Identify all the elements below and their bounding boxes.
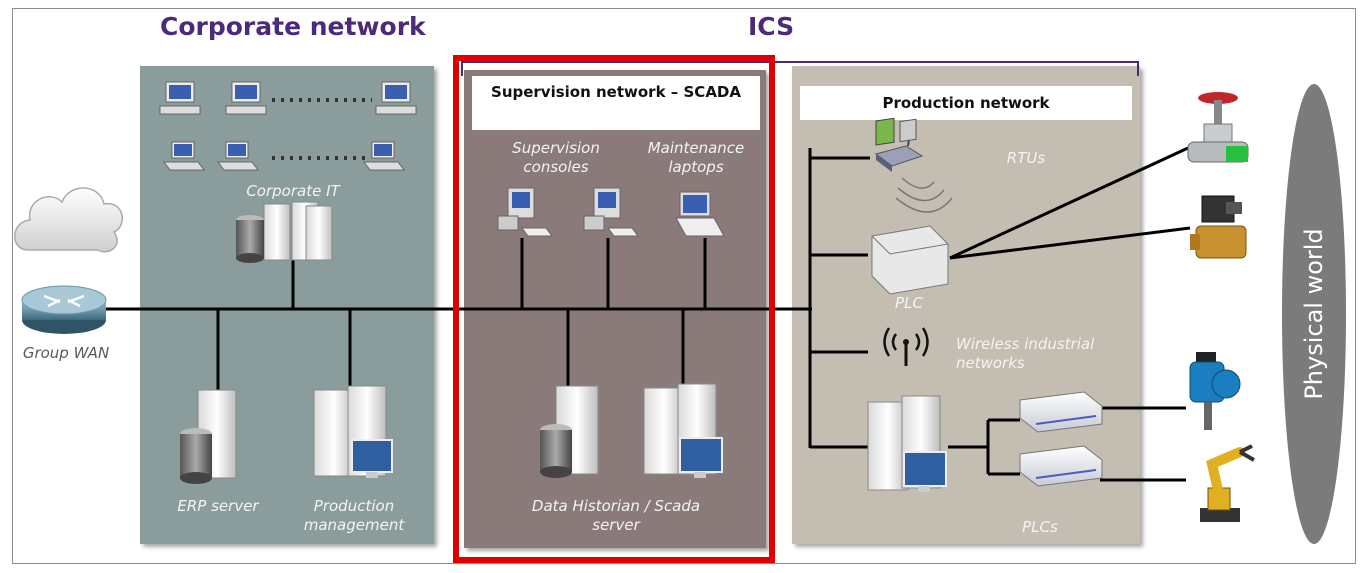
plc-label: PLC bbox=[895, 294, 923, 312]
cloud-icon bbox=[14, 187, 124, 253]
supervision-consoles-label: Supervision consoles bbox=[512, 139, 600, 176]
diagram-frame bbox=[12, 8, 1356, 564]
ics-title: ICS bbox=[748, 12, 795, 41]
data-historian-label: Data Historian / Scada server bbox=[531, 497, 701, 534]
data-historian-server-icon bbox=[540, 385, 599, 478]
maintenance-laptop-icon bbox=[675, 191, 725, 237]
ics-bracket bbox=[461, 61, 1139, 76]
supervision-console-icon bbox=[497, 187, 553, 237]
plcs-label: PLCs bbox=[1022, 518, 1058, 536]
supervision-network-header: Supervision network – SCADA bbox=[472, 76, 760, 130]
plcs-server-icon bbox=[867, 395, 947, 492]
robot-arm-icon bbox=[1200, 444, 1255, 522]
production-management-server-icon bbox=[313, 385, 393, 478]
scada-server-icon bbox=[643, 383, 723, 478]
corporate-it-label: Corporate IT bbox=[246, 182, 340, 200]
erp-server-label: ERP server bbox=[177, 497, 259, 515]
plc-icon bbox=[871, 117, 949, 295]
corporate-network-title: Corporate network bbox=[160, 12, 426, 41]
physical-world-zone bbox=[1282, 84, 1346, 544]
group-wan-label: Group WAN bbox=[22, 344, 110, 362]
erp-server-icon bbox=[180, 389, 237, 484]
laptop-icon bbox=[363, 141, 405, 171]
desktop-icon bbox=[225, 81, 267, 115]
plc-rack-icon bbox=[1019, 445, 1103, 487]
maintenance-laptops-label: Maintenance laptops bbox=[647, 139, 745, 176]
laptop-icon bbox=[217, 141, 259, 171]
rtu-icon bbox=[874, 131, 953, 213]
scada-highlight-box bbox=[453, 55, 775, 563]
level-sensor-icon bbox=[1189, 352, 1241, 430]
valve-icon bbox=[1187, 92, 1249, 163]
plc-solenoid-link bbox=[949, 226, 1191, 260]
plc-rack-icon bbox=[1019, 391, 1103, 433]
desktop-icon bbox=[375, 81, 417, 115]
wireless-antenna-icon bbox=[883, 327, 929, 366]
supervision-console-icon bbox=[583, 187, 639, 237]
wireless-label: Wireless industrial networks bbox=[956, 335, 1095, 372]
router-icon bbox=[21, 285, 107, 334]
production-network-header: Production network bbox=[800, 86, 1132, 120]
plc-valve-link bbox=[949, 146, 1189, 260]
solenoid-valve-icon bbox=[1190, 195, 1247, 259]
desktop-icon bbox=[159, 81, 201, 115]
corporate-it-server-icon bbox=[236, 201, 333, 263]
laptop-icon bbox=[163, 141, 205, 171]
rtus-label: RTUs bbox=[1006, 149, 1046, 167]
production-management-label: Production management bbox=[303, 497, 405, 534]
